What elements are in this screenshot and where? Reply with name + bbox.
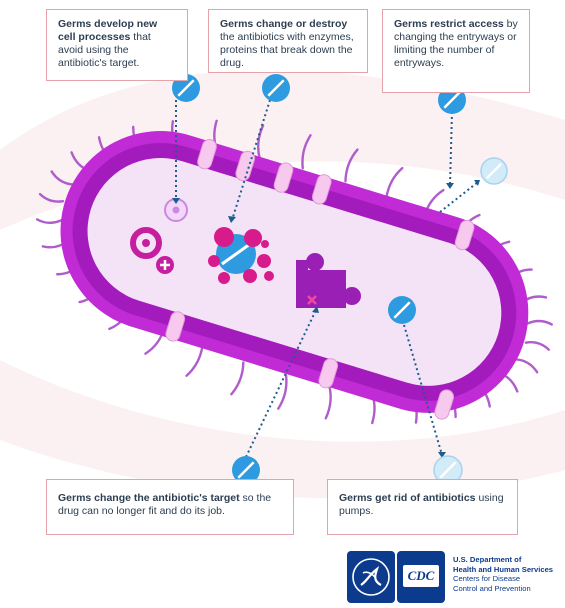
agency-line-4: Control and Prevention xyxy=(453,583,531,593)
pilus xyxy=(277,374,288,410)
callout-restrict-bold: Germs restrict access xyxy=(394,18,504,30)
cytoplasm xyxy=(87,157,502,386)
callout-destroy-bold: Germs change or destroy xyxy=(220,18,348,30)
pilus xyxy=(230,361,245,396)
antibiotic-pill-icon xyxy=(262,74,290,102)
callout-destroy-text: the antibiotics with enzymes, proteins t… xyxy=(220,31,354,69)
pilus xyxy=(524,341,550,351)
cell-process-icon xyxy=(130,198,188,274)
pilus xyxy=(515,358,539,374)
pilus xyxy=(526,319,553,326)
pilus xyxy=(50,170,74,186)
hhs-seal-icon xyxy=(347,551,395,603)
pilus xyxy=(35,218,63,225)
antibiotic-pill-icon xyxy=(232,456,260,484)
pilus xyxy=(185,345,204,377)
callout-target-bold: Germs change the antibiotic's target xyxy=(58,492,240,504)
antibiotic-pill-icon xyxy=(480,157,508,185)
cdc-logo-text: CDC xyxy=(403,565,439,587)
callout-pumps: Germs get rid of antibiotics using pumps… xyxy=(327,479,518,535)
pilus xyxy=(301,134,312,170)
agency-line-2: Health and Human Services xyxy=(453,564,554,574)
antibiotic-pill-icon xyxy=(172,74,200,102)
enzyme-cluster-icon xyxy=(208,227,274,284)
callout-restrict: Germs restrict access by changing the en… xyxy=(382,9,530,93)
callout-target-text: so the drug can no longer fit and do its… xyxy=(58,492,272,517)
pathway-arrows xyxy=(175,99,479,458)
pilus xyxy=(344,148,359,183)
antibiotic-pill-icon xyxy=(388,296,416,324)
pilus xyxy=(385,166,404,199)
callout-pumps-text: using pumps. xyxy=(339,492,504,517)
callout-new-processes: Germs develop new cell processes that av… xyxy=(46,9,188,81)
pilus xyxy=(324,383,332,420)
pilus xyxy=(256,124,265,160)
hhs-cdc-logo: CDC U.S. Department of Health and Human … xyxy=(345,549,565,605)
background-swoosh xyxy=(0,69,565,230)
callout-target: Germs change the antibiotic's target so … xyxy=(46,479,294,535)
agency-line-1: U.S. Department of xyxy=(453,555,522,564)
callout-new-processes-bold: Germs develop new cell processes xyxy=(58,18,158,43)
agency-name: U.S. Department of Health and Human Serv… xyxy=(453,555,565,593)
antibiotic-pills xyxy=(172,74,508,485)
arrow-heads xyxy=(172,180,480,458)
callout-new-processes-text: that avoid using the antibiotic's target… xyxy=(58,31,151,69)
callout-restrict-text: by changing the entryways or limiting th… xyxy=(394,18,518,69)
membrane-channels xyxy=(165,139,475,420)
callout-pumps-bold: Germs get rid of antibiotics xyxy=(339,492,476,504)
callout-destroy: Germs change or destroy the antibiotics … xyxy=(208,9,368,73)
agency-line-3: Centers for Disease xyxy=(453,574,521,583)
target-puzzle-icon xyxy=(296,253,361,308)
pilus xyxy=(38,192,65,203)
antibiotic-pill-icon xyxy=(438,86,466,114)
background-swoosh xyxy=(0,360,565,499)
cdc-logo-icon: CDC xyxy=(397,551,445,603)
